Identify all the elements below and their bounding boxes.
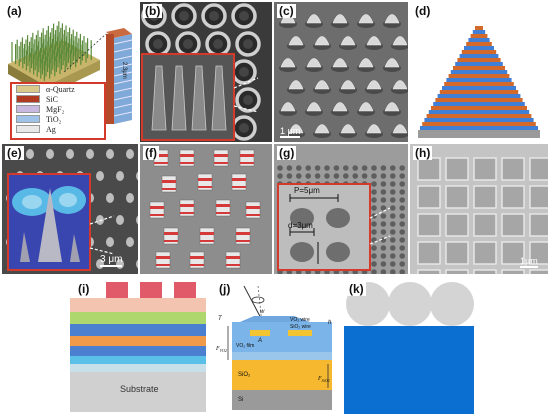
height-label: 2.3μm	[121, 62, 127, 79]
legend-item: MgF₂	[12, 104, 104, 114]
sphere	[388, 282, 432, 326]
panel-e-figure	[6, 149, 138, 271]
panel-i-figure	[70, 282, 206, 412]
symbol-h: h	[328, 320, 332, 326]
symbol-t: T	[218, 316, 222, 322]
panel-h: (h) 1μm	[410, 144, 548, 274]
panel-k-figure	[344, 282, 474, 414]
panel-i: (i) Substrate	[64, 280, 212, 416]
scale-bar-c: 1 μm	[280, 126, 301, 138]
si-layer-label: Si	[238, 397, 244, 403]
panel-c-figure	[279, 14, 408, 138]
panel-f: (f)	[140, 144, 272, 274]
legend-swatch	[16, 115, 40, 123]
vo2-film-label: VO₂ film	[236, 343, 255, 349]
sio2-layer-label: SiO₂	[238, 372, 251, 378]
legend-swatch	[16, 125, 40, 133]
legend-swatch	[16, 85, 40, 93]
symbol-w: w	[260, 309, 265, 315]
diameter-label: d=3μm	[288, 221, 313, 230]
legend-label: SiC	[46, 94, 59, 104]
panel-h-figure	[417, 157, 548, 274]
panel-i-label: (i)	[76, 282, 92, 296]
sio2-wire-label: SiO₂ wire	[290, 324, 311, 330]
legend-label: Ag	[46, 124, 56, 134]
scale-bar-h: 1μm	[520, 256, 538, 268]
panel-a-figure	[8, 21, 133, 125]
symbol-f-sio2: FSiO2	[318, 376, 330, 384]
panel-k: (k)	[344, 280, 474, 416]
panel-e: (e) 3 μm	[2, 144, 138, 274]
slab	[344, 326, 474, 414]
panel-c-label: (c)	[277, 4, 296, 18]
pillar-grid	[11, 21, 92, 81]
substrate-layer	[70, 372, 206, 412]
panel-h-label: (h)	[413, 146, 433, 160]
panel-e-label: (e)	[5, 146, 24, 160]
sphere	[430, 282, 474, 326]
panel-j-figure	[227, 285, 332, 410]
scale-bar-e: 3 μm	[100, 254, 123, 267]
substrate-label: Substrate	[120, 384, 159, 394]
panel-f-figure	[149, 149, 261, 269]
legend-label: MgF₂	[46, 104, 65, 114]
legend-item: SiC	[12, 94, 104, 104]
symbol-a: A	[258, 338, 263, 344]
panel-b-figure	[141, 3, 261, 141]
panel-g-figure	[277, 165, 405, 274]
panel-d: (d)	[410, 2, 548, 142]
panel-b-label: (b)	[143, 4, 163, 18]
panel-b: (b)	[140, 2, 272, 142]
panel-d-figure	[418, 26, 540, 138]
panel-g-label: (g)	[277, 146, 297, 160]
panel-d-label: (d)	[413, 4, 433, 18]
panel-f-label: (f)	[143, 146, 159, 160]
panel-j-label: (j)	[217, 282, 233, 296]
legend-swatch	[16, 95, 40, 103]
legend-item: Ag	[12, 124, 104, 134]
panel-g: (g) P=5μm d=3μm	[274, 144, 408, 274]
panel-c: (c) 1 μm	[274, 2, 408, 142]
vo2-wire-label: VO₂ wire	[290, 317, 310, 323]
panel-j: (j) VO₂ wire SiO₂ wire VO₂ film SiO₂ Si …	[214, 280, 342, 416]
legend-label: TiO₂	[46, 114, 62, 124]
panel-k-label: (k)	[347, 282, 366, 296]
legend-swatch	[16, 105, 40, 113]
panel-a-label: (a)	[5, 4, 24, 18]
legend-label: α-Quartz	[46, 84, 75, 94]
pitch-label: P=5μm	[294, 186, 320, 195]
legend-item: TiO₂	[12, 114, 104, 124]
symbol-f-vo2: FVO2	[216, 346, 227, 354]
legend-item: α-Quartz	[12, 84, 104, 94]
zoom-pillar	[106, 34, 114, 124]
